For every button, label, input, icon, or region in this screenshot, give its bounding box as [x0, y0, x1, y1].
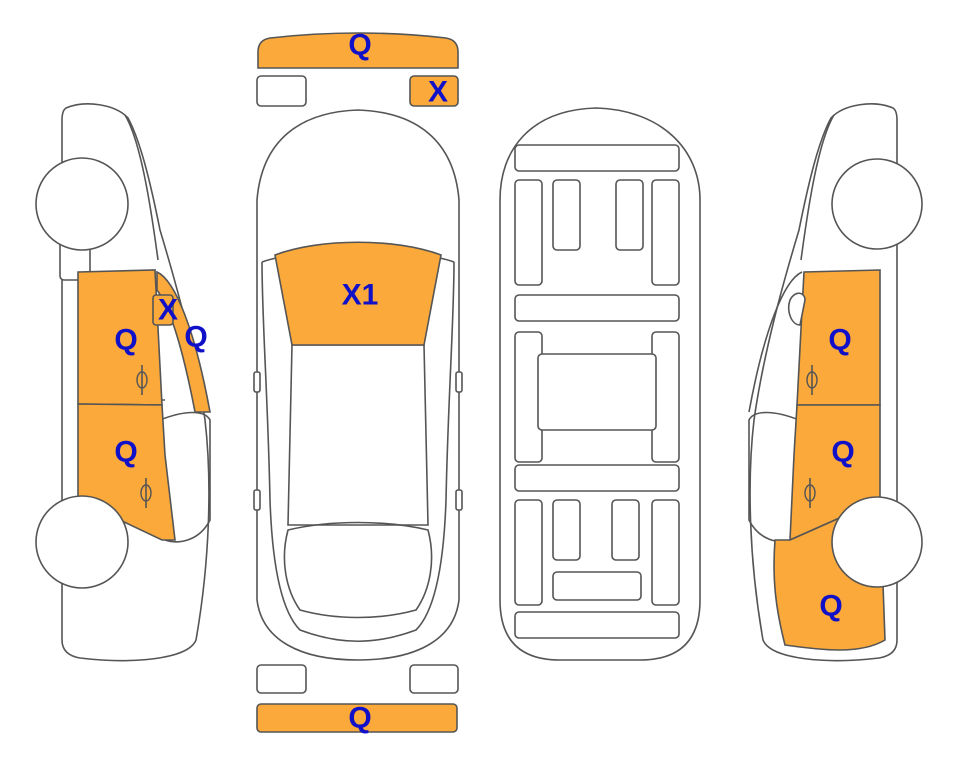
rear-left-taillight[interactable]	[256, 664, 307, 694]
rear-bumper-label: Q	[348, 702, 371, 735]
right-rear-door-label: Q	[831, 436, 854, 469]
underbody-view	[499, 107, 701, 661]
left-rear-door-handle-icon	[140, 478, 152, 508]
top-cabin-outline	[261, 261, 455, 643]
underbody-rear-crossbar	[552, 571, 642, 601]
left-a-pillar-label: Q	[184, 321, 207, 354]
underbody-front-mid-left	[552, 179, 581, 251]
underbody-front-mid-right	[615, 179, 644, 251]
right-side-view: Q Q Q	[748, 103, 923, 662]
underbody-rear-mid-left	[552, 499, 581, 561]
top-left-rear-handle	[253, 489, 261, 511]
top-left-mirror	[253, 371, 261, 393]
underbody-rear-right-rail	[651, 499, 680, 606]
right-quarter-panel-label: Q	[819, 590, 842, 623]
left-rear-door-label: Q	[114, 436, 137, 469]
left-front-door-handle-icon	[136, 365, 148, 395]
windshield-damage[interactable]	[274, 241, 442, 346]
top-right-rear-handle	[455, 489, 463, 511]
front-bumper-damage[interactable]	[257, 32, 459, 69]
underbody-front-right-rail	[651, 179, 680, 286]
right-rear-wheel	[831, 496, 923, 588]
rear-right-taillight[interactable]	[409, 664, 459, 694]
underbody-rear-crossmember	[514, 611, 680, 639]
left-roof-line	[124, 114, 159, 261]
top-right-mirror	[455, 371, 463, 393]
front-bumper-label: Q	[348, 29, 371, 62]
front-right-headlight-label: X	[428, 76, 448, 109]
right-front-door-label: Q	[828, 324, 851, 357]
windshield-label: X1	[342, 279, 379, 312]
top-rear-window	[283, 521, 433, 619]
left-rear-window	[159, 411, 211, 543]
left-rear-wheel	[35, 495, 129, 589]
right-front-wheel	[831, 158, 923, 250]
front-right-headlight-damage[interactable]	[409, 75, 459, 107]
left-front-door-label: Q	[114, 324, 137, 357]
underbody-center-panel	[537, 353, 657, 431]
right-roof-line	[800, 114, 835, 261]
top-view: Q X X1 Q	[253, 29, 463, 735]
underbody-rear-left-rail	[514, 499, 543, 606]
right-pillar-line	[748, 271, 803, 413]
underbody-front-bar	[514, 294, 680, 322]
underbody-front-crossmember	[514, 144, 680, 172]
left-front-wheel	[35, 157, 129, 251]
underbody-front-left-rail	[514, 179, 543, 286]
underbody-rear-bar	[514, 464, 680, 492]
right-mirror	[787, 292, 806, 326]
right-rear-door-handle-icon	[804, 478, 816, 508]
left-side-view: Q Q X Q	[35, 103, 211, 662]
underbody-rear-mid-right	[611, 499, 640, 561]
left-mirror-damage[interactable]	[152, 294, 174, 326]
left-mirror-label: X	[158, 294, 178, 327]
front-left-headlight[interactable]	[256, 75, 307, 107]
top-body-outline	[256, 109, 460, 661]
right-front-door-handle-icon	[806, 365, 818, 395]
rear-bumper-damage[interactable]	[256, 703, 458, 733]
